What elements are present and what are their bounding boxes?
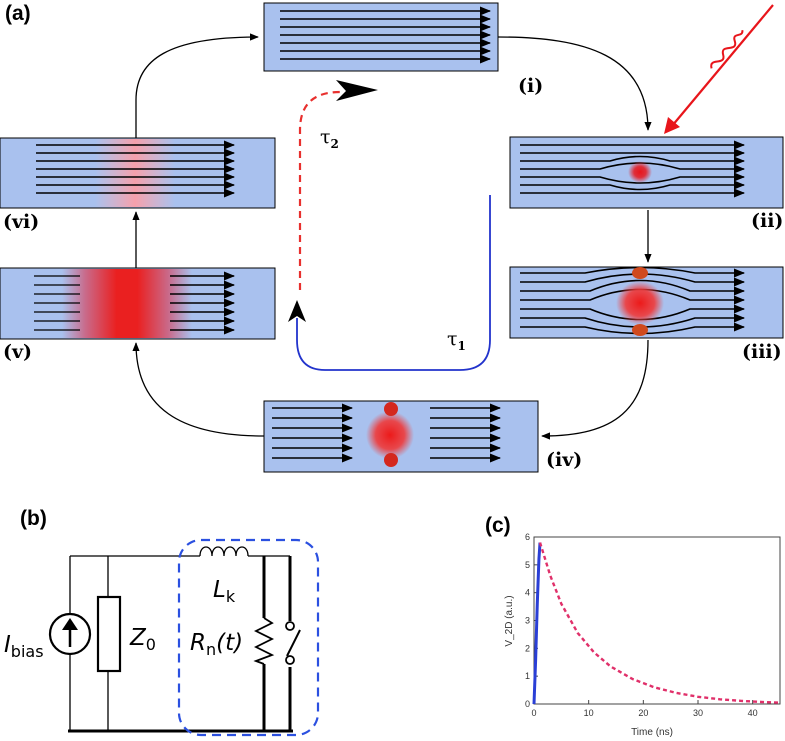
strip-iv-field-lines-right bbox=[430, 403, 502, 463]
ibias-label: Ibias bbox=[4, 632, 44, 661]
tau2-path bbox=[298, 80, 378, 290]
strip-v-field-lines-right bbox=[170, 271, 236, 335]
stage-ii-label: (ii) bbox=[751, 210, 783, 232]
hotspot-full bbox=[366, 411, 414, 459]
chart-y-tick-label: 2 bbox=[525, 643, 530, 653]
arrow-iii-to-iv bbox=[541, 339, 649, 440]
chart-x-tick-label: 30 bbox=[693, 708, 703, 718]
chart-frame bbox=[533, 536, 781, 705]
stage-iv-label: (iv) bbox=[546, 449, 582, 471]
hotspot-small bbox=[628, 161, 652, 183]
cooling-band bbox=[95, 139, 175, 207]
tau2-label: τ2 bbox=[320, 126, 339, 151]
photon-wavepacket bbox=[710, 30, 744, 69]
chart-y-axis-label: V_2D (a.u.) bbox=[504, 595, 515, 646]
circuit-diagram bbox=[48, 538, 320, 737]
hotspot-top-lobe bbox=[632, 267, 648, 279]
rn-label: Rn(t) bbox=[190, 630, 243, 659]
impedance-z0 bbox=[96, 595, 122, 673]
chart-y-tick-label: 3 bbox=[525, 616, 530, 626]
hotspot-bottom-lobe bbox=[632, 324, 648, 336]
panel-c-label: (c) bbox=[485, 514, 511, 537]
strip-v bbox=[0, 267, 276, 340]
strip-ii bbox=[509, 136, 784, 209]
hotspot-growing bbox=[616, 281, 664, 325]
nanowire-dashed-box bbox=[177, 538, 320, 737]
chart-series-rise-line bbox=[532, 542, 542, 705]
strip-i bbox=[263, 2, 499, 72]
current-source-ibias bbox=[48, 612, 92, 656]
arrow-iv-to-v bbox=[132, 342, 265, 437]
strip-vi-field-lines bbox=[36, 140, 236, 198]
chart-x-tick-label: 20 bbox=[638, 708, 648, 718]
tau1-label: τ1 bbox=[447, 328, 466, 353]
resistor-rn bbox=[253, 617, 275, 665]
chart: 0 10 20 30 40 0 1 2 3 4 5 6 V_2D (a.u.) Time (ns) bbox=[504, 532, 781, 738]
strip-iii bbox=[509, 266, 784, 339]
z0-label: Z0 bbox=[129, 625, 156, 654]
cycle-arrows bbox=[132, 33, 652, 440]
hotspot-top-dot bbox=[384, 402, 398, 416]
tau1-path bbox=[288, 195, 491, 371]
chart-x-tick-label: 10 bbox=[584, 708, 594, 718]
chart-y-tick-label: 4 bbox=[525, 588, 530, 598]
chart-x-tick-label: 0 bbox=[531, 708, 536, 718]
switch bbox=[285, 621, 301, 667]
chart-y-tick-label: 1 bbox=[525, 671, 530, 681]
chart-x-axis-label: Time (ns) bbox=[631, 727, 673, 738]
chart-y-tick-label: 6 bbox=[525, 532, 530, 542]
stage-v-label: (v) bbox=[3, 341, 32, 363]
chart-y-tick-label: 0 bbox=[525, 699, 530, 709]
inductor-lk bbox=[199, 546, 249, 557]
arrow-i-to-ii bbox=[497, 36, 652, 131]
strip-vi bbox=[0, 137, 276, 209]
arrow-vi-to-i bbox=[135, 33, 259, 138]
photon-arrow bbox=[664, 4, 774, 134]
stage-iii-label: (iii) bbox=[742, 341, 782, 363]
strip-v-field-lines-left bbox=[34, 275, 80, 331]
hotspot-bottom-dot bbox=[384, 453, 398, 467]
chart-y-tick-label: 5 bbox=[525, 560, 530, 570]
panel-b-label: (b) bbox=[20, 507, 47, 530]
stage-vi-label: (vi) bbox=[3, 211, 39, 233]
panel-a-label: (a) bbox=[5, 2, 31, 25]
strip-iv-field-lines-left bbox=[272, 403, 354, 463]
lk-label: Lk bbox=[213, 577, 236, 606]
stage-i-label: (i) bbox=[518, 75, 543, 97]
chart-series-decay-line bbox=[538, 542, 781, 704]
chart-x-tick-label: 40 bbox=[748, 708, 758, 718]
strip-i-field-lines bbox=[280, 6, 492, 64]
strip-iv bbox=[263, 400, 539, 473]
